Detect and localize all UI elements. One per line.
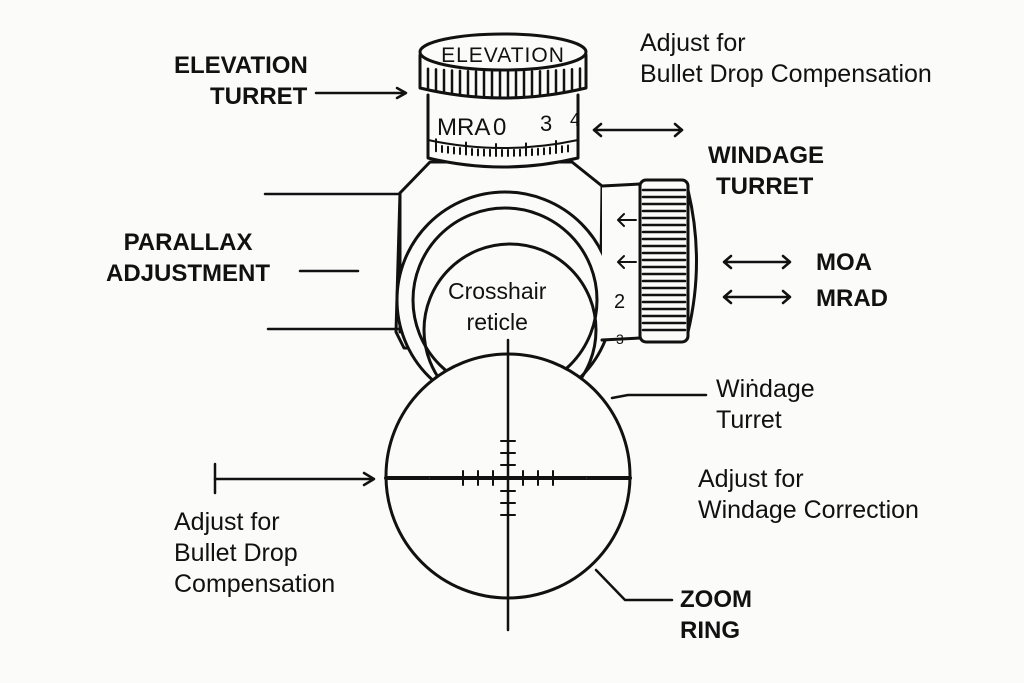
scale-unit-text: MRA: [437, 114, 490, 141]
scale-zero-text: 0: [493, 114, 506, 141]
elevation-turret[interactable]: [418, 32, 588, 169]
mrad-label: MRAD: [816, 285, 888, 312]
leader-lines: [213, 86, 792, 602]
side-scale-arrows: [617, 213, 637, 269]
side-scale-three: 3: [616, 331, 624, 347]
side-scale-two: 2: [614, 291, 625, 313]
elevation-cap-text: ELEVATION: [441, 44, 565, 67]
moa-label: MOA: [816, 249, 872, 276]
scale-four-text: 4: [570, 110, 580, 130]
scale-three-text: 3: [540, 111, 552, 136]
windage-turret[interactable]: [600, 178, 698, 344]
reticle-lens: [384, 338, 632, 632]
